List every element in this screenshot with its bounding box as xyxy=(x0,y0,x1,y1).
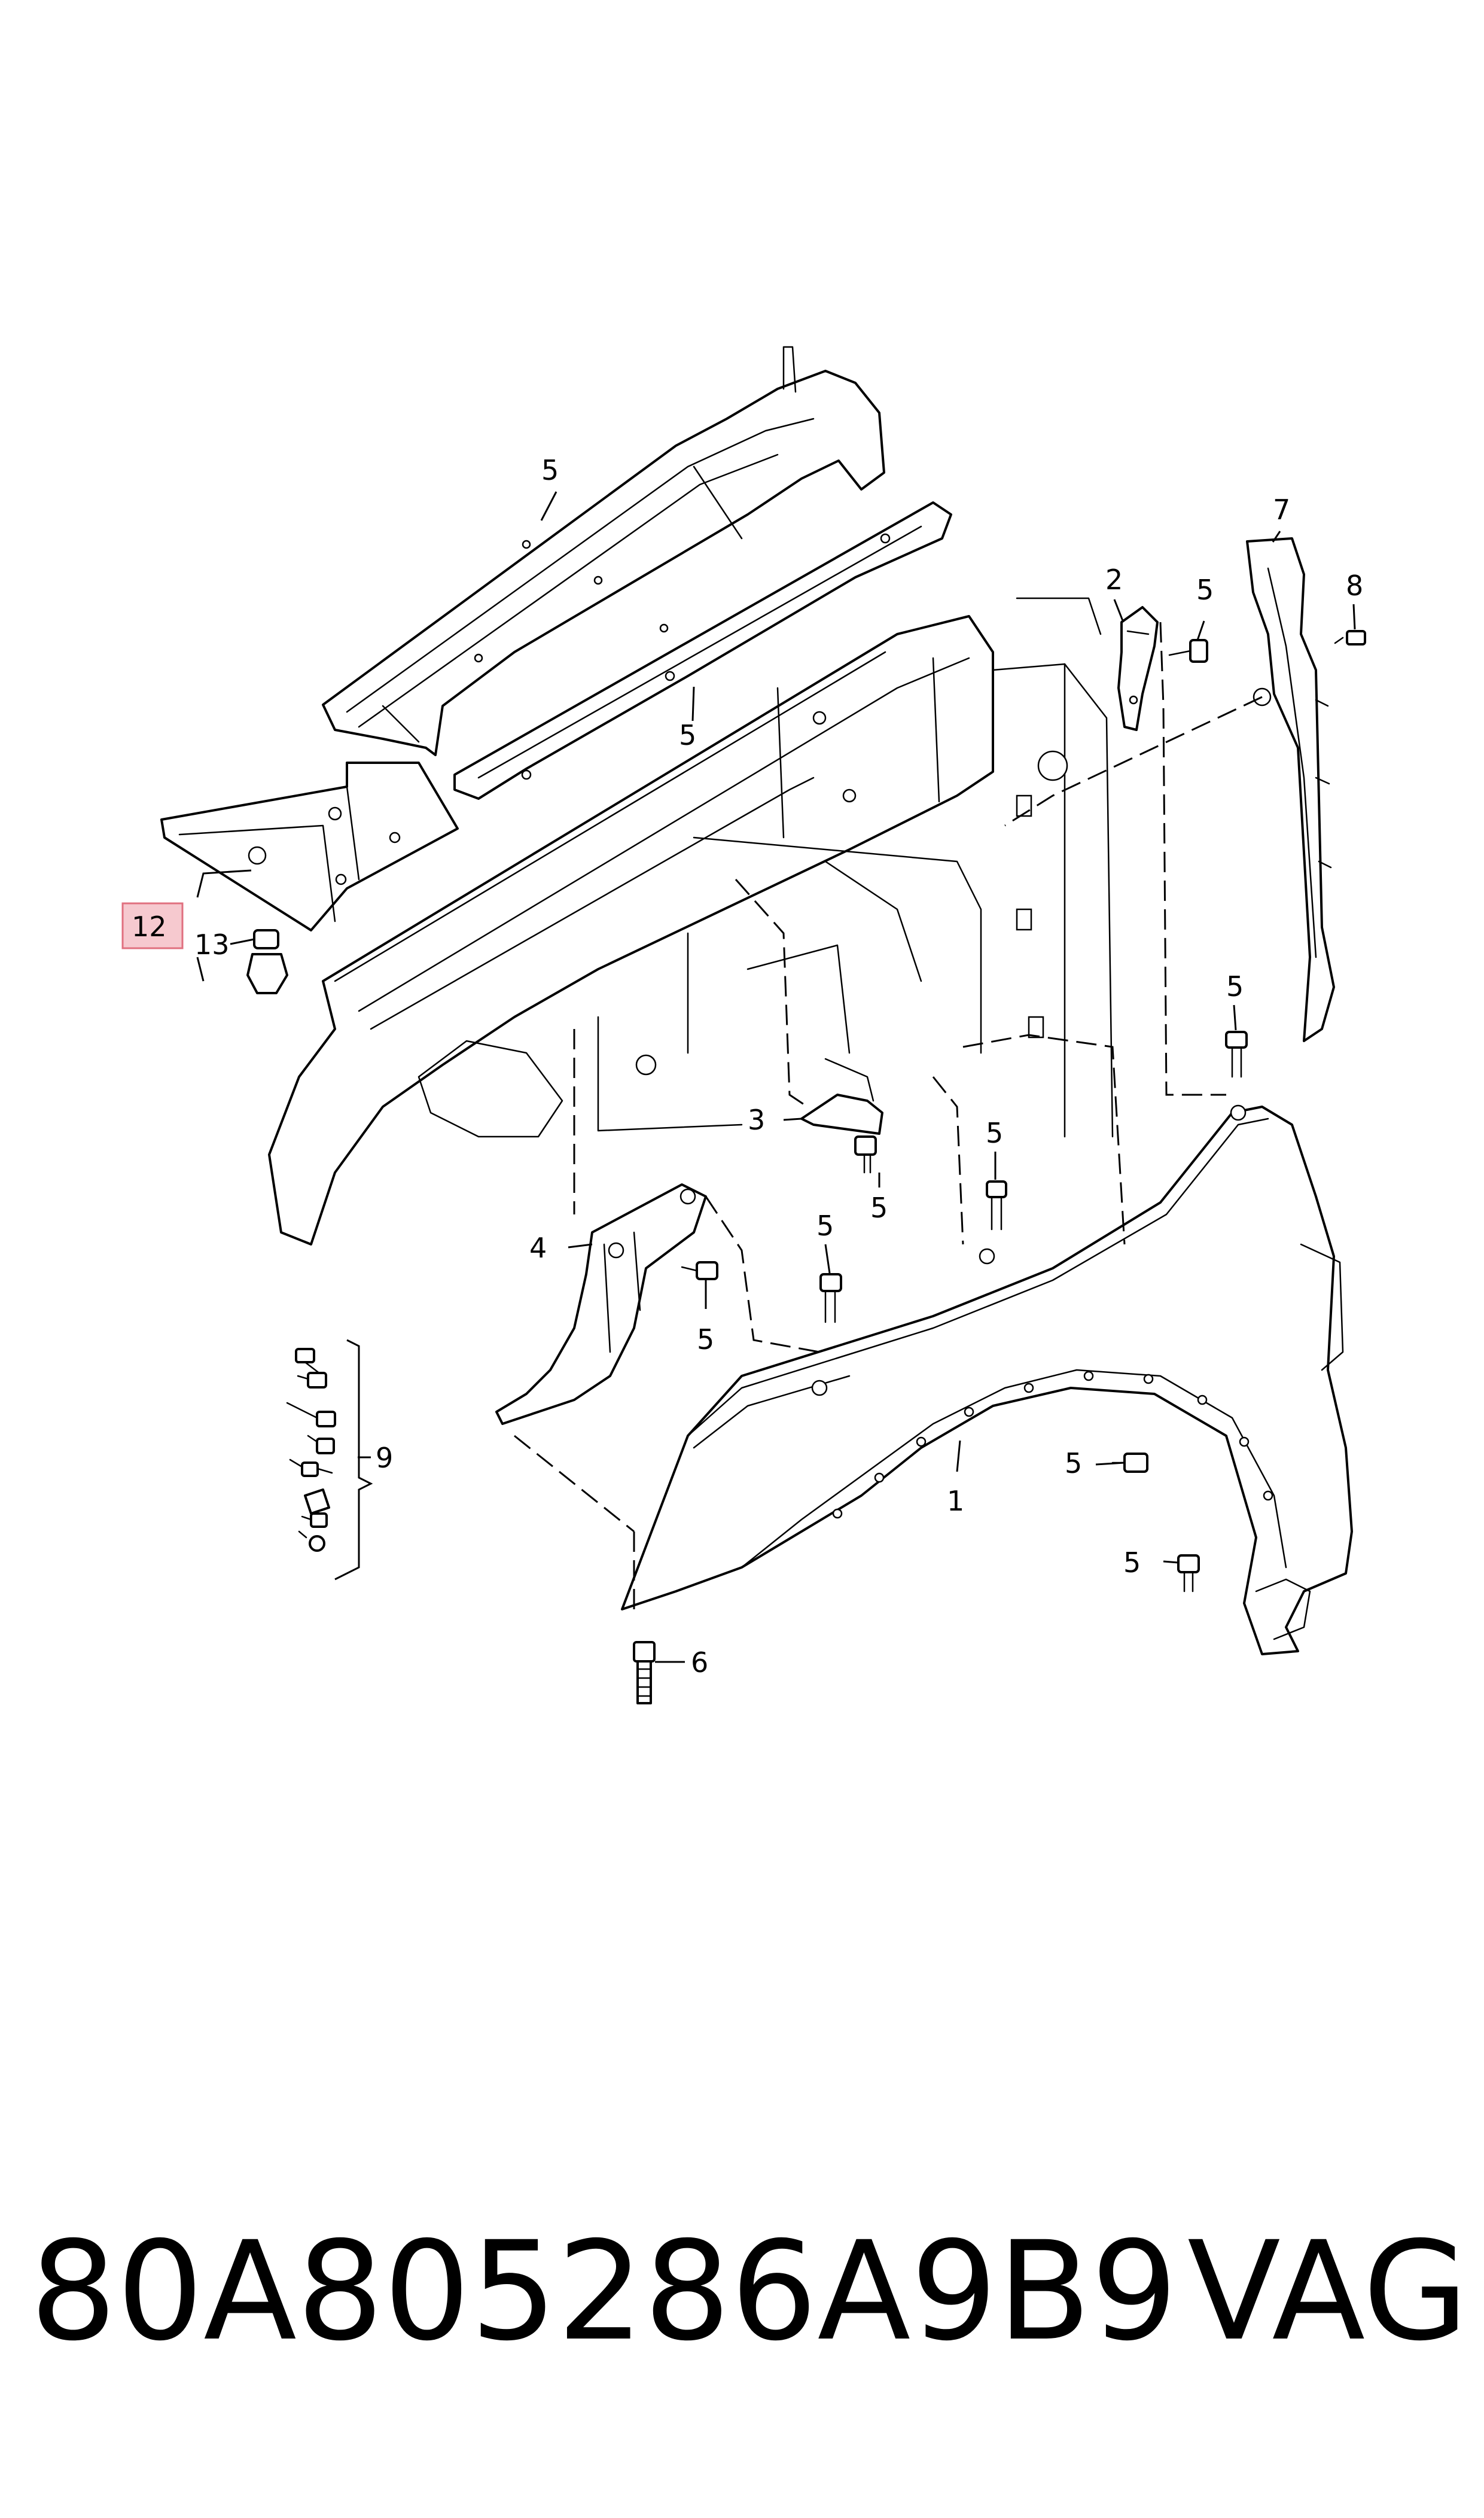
leader-lines xyxy=(196,491,1356,1663)
callout-labels: 5 5 2 5 7 8 5 3 5 5 5 4 5 1 5 5 6 9 13 1… xyxy=(121,454,1363,1679)
part-number: 80A805286A9B9 xyxy=(30,2212,1178,2371)
callout-12-highlight: 12 xyxy=(121,902,184,949)
bolt-5-f xyxy=(819,1273,842,1323)
part-7-sidestrip xyxy=(1246,537,1335,1042)
callout-5-f: 5 xyxy=(697,1323,714,1356)
callout-13: 13 xyxy=(194,928,230,961)
part-11-strip xyxy=(453,501,952,800)
fender-rear-tail xyxy=(1300,1243,1344,1371)
callout-5-c: 5 xyxy=(870,1192,888,1224)
fastener-2 xyxy=(297,1372,327,1389)
bolt-5-e xyxy=(681,1261,718,1280)
bolt-5-a xyxy=(1168,639,1208,663)
part-1-fender xyxy=(621,1104,1353,1655)
part-6-stud xyxy=(633,1641,656,1704)
callout-5-a: 5 xyxy=(1196,574,1214,606)
callout-8: 8 xyxy=(1346,570,1363,602)
bolt-5-h xyxy=(1177,1554,1200,1593)
part-2-bracket xyxy=(1117,606,1159,731)
footer: 80A805286A9B9 VAG xyxy=(0,2213,1484,2369)
svg-text:12: 12 xyxy=(132,911,167,943)
part-13-clip xyxy=(246,929,288,994)
callout-9: 9 xyxy=(376,1442,393,1474)
part-8-bolt xyxy=(1334,630,1366,646)
callout-5-h: 5 xyxy=(1123,1546,1141,1579)
callout-2: 2 xyxy=(1105,564,1123,596)
fastener-6 xyxy=(304,1488,330,1515)
fastener-8 xyxy=(298,1530,325,1552)
part-4-bracket xyxy=(495,1183,707,1425)
callout-5-d: 5 xyxy=(986,1117,1003,1149)
callout-1: 1 xyxy=(947,1485,964,1517)
inner-body-structure xyxy=(268,597,1114,1246)
part-3-bracket xyxy=(800,1058,883,1135)
assembly-lines xyxy=(514,622,1263,1615)
callout-4: 4 xyxy=(529,1232,547,1264)
callout-11: 5 xyxy=(679,719,696,751)
callout-5-b: 5 xyxy=(1226,970,1244,1003)
part-9-fastener-set xyxy=(286,1348,336,1552)
fastener-4 xyxy=(307,1435,335,1454)
callout-3: 3 xyxy=(748,1104,765,1136)
part-12-panel xyxy=(160,762,459,931)
bolt-5-c xyxy=(854,1135,877,1174)
brand-label: VAG xyxy=(1187,2212,1469,2371)
callout-5-e: 5 xyxy=(816,1210,834,1242)
callout-5-g: 5 xyxy=(1065,1447,1082,1479)
bolt-5-b xyxy=(1225,1031,1248,1078)
bolts-5 xyxy=(681,639,1248,1593)
fastener-7 xyxy=(301,1512,328,1528)
part-10-cover xyxy=(322,346,885,756)
bolt-5-d xyxy=(986,1180,1007,1231)
callout-7: 7 xyxy=(1273,494,1290,526)
callout-6: 6 xyxy=(691,1646,708,1679)
fastener-5 xyxy=(289,1459,333,1477)
callout-10: 5 xyxy=(541,454,559,486)
fastener-3 xyxy=(286,1402,336,1427)
